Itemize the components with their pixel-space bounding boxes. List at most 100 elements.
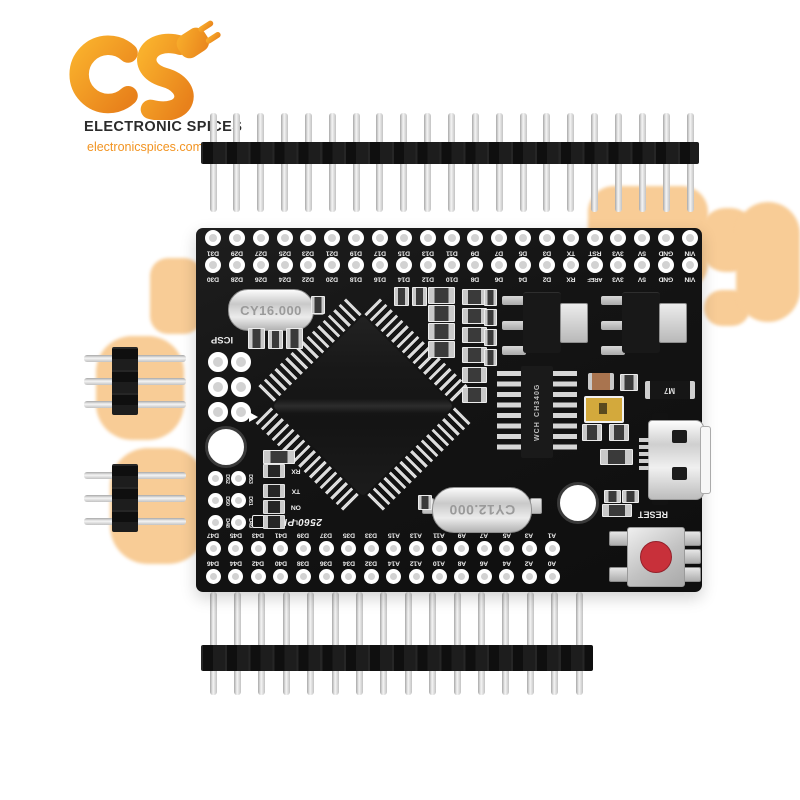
capacitor <box>588 373 614 390</box>
regulator-lead <box>502 346 526 355</box>
pin-pad <box>544 568 560 584</box>
smd-component <box>484 289 497 306</box>
led-tx <box>263 484 285 498</box>
led-label: TX <box>291 487 301 495</box>
pin-pad <box>610 230 627 246</box>
smd-component <box>604 490 621 503</box>
header-pin <box>404 592 412 695</box>
pin-label: D8 <box>471 274 480 282</box>
smd-component <box>428 305 455 322</box>
pin-label: D19 <box>350 249 363 257</box>
pin-label: VIN <box>684 274 696 282</box>
pin-pad <box>476 568 492 584</box>
pin-label: D5 <box>518 249 528 257</box>
icsp-label: ICSP <box>210 333 234 345</box>
pin-label: D7 <box>495 249 504 257</box>
pin-pad <box>207 492 223 508</box>
pin-label: D12 <box>421 274 434 282</box>
pin-label: D43 <box>252 531 265 539</box>
pin-label: D34 <box>342 558 355 566</box>
pin-pad <box>250 540 266 556</box>
pin-pad <box>230 470 246 486</box>
pin-pad <box>231 402 251 422</box>
reset-leg <box>609 531 629 546</box>
regulator-lead <box>601 296 625 305</box>
pin-pad <box>395 257 412 273</box>
ch340-label: WCH CH340G <box>534 384 541 441</box>
pin-label: D46 <box>207 558 219 566</box>
pin-pad <box>586 257 603 273</box>
brand-website: electronicspices.com <box>87 140 204 154</box>
pin-pad <box>682 257 698 273</box>
pin-pad <box>208 402 228 422</box>
header-pin <box>209 592 217 695</box>
pin-pad <box>491 230 508 246</box>
pin-pad <box>228 568 244 584</box>
pin-label: D40 <box>274 558 287 566</box>
header-pin <box>355 592 363 695</box>
pin-pad <box>252 230 269 246</box>
pin-label: D27 <box>254 249 267 257</box>
pin-label: D36 <box>320 558 332 566</box>
pin-label: A11 <box>433 531 445 539</box>
header-strip <box>201 645 593 671</box>
led-label: L <box>294 518 298 526</box>
smd-component <box>484 329 497 346</box>
pin-label: A2 <box>525 558 534 566</box>
pin-label: D25 <box>278 249 291 257</box>
pin-pad <box>544 540 560 556</box>
pin-label: D45 <box>229 531 242 539</box>
pin-pad <box>443 230 460 246</box>
pin-label: D21 <box>326 249 339 257</box>
pin-pad <box>228 257 245 273</box>
pin-label: A3 <box>525 531 534 539</box>
pin-label: D44 <box>229 558 242 566</box>
voltage-regulator-1 <box>523 292 561 353</box>
header-pin <box>526 592 534 695</box>
pin-pad <box>208 352 228 372</box>
mounting-hole-left <box>205 426 247 468</box>
pin-pad <box>395 230 412 246</box>
fuse-mark <box>599 403 607 414</box>
watermark-blob <box>96 336 184 440</box>
smd-component <box>484 349 497 366</box>
pin-pad <box>228 540 244 556</box>
reset-button-cap[interactable] <box>640 541 672 573</box>
header-pin <box>453 592 461 695</box>
pin-pad <box>371 257 388 273</box>
pin-pad <box>318 568 334 584</box>
header-body <box>112 464 138 532</box>
pin-label: A5 <box>502 531 511 539</box>
ch340-leads <box>553 371 577 455</box>
aux-pad-label: D48 <box>223 518 230 528</box>
regulator-tab <box>560 303 588 343</box>
pin-label: D10 <box>445 274 458 282</box>
pin-label: D3 <box>542 249 552 257</box>
pin-pad <box>207 470 223 486</box>
led-label: ON <box>291 503 301 511</box>
pin-label: D6 <box>495 274 504 282</box>
pin-pad <box>467 257 484 273</box>
pin-label: D2 <box>542 274 552 282</box>
pin-pad <box>562 257 579 273</box>
ch340-leads <box>497 371 521 455</box>
pin-label: D28 <box>230 274 243 282</box>
pin-label: D13 <box>421 249 434 257</box>
pin-pad <box>454 540 470 556</box>
pin-pad <box>363 568 379 584</box>
pin-pad <box>682 230 698 246</box>
ch340-brand: WCH <box>533 420 541 441</box>
pin-label: D9 <box>471 249 480 257</box>
pin-pad <box>208 377 228 397</box>
pin-pad <box>228 230 245 246</box>
pin-label: AREF <box>587 275 603 282</box>
pin-pad <box>499 540 515 556</box>
pin-pad <box>386 568 402 584</box>
pin-pad <box>419 230 436 246</box>
smd-component <box>602 504 632 517</box>
pin-label: RST <box>588 249 602 257</box>
pin-label: D23 <box>302 249 315 257</box>
pin-label: D15 <box>397 249 410 257</box>
pin-pad <box>207 514 223 530</box>
pin-pad <box>562 230 579 246</box>
